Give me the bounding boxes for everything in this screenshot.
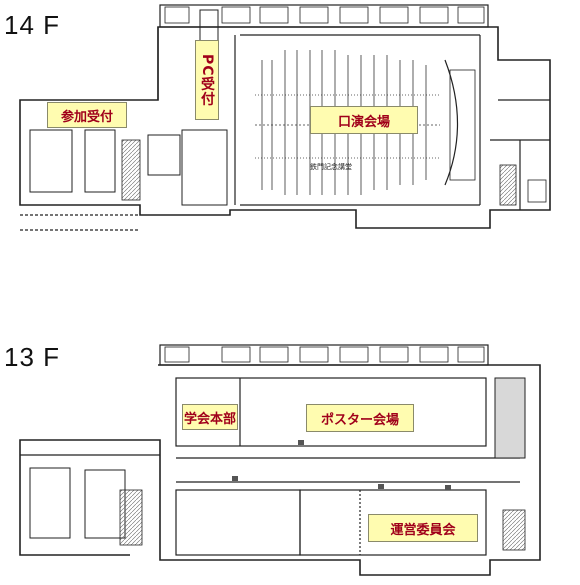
shaded-service-room — [494, 377, 526, 459]
floor-label-13f: 13 F — [4, 342, 61, 372]
svg-text:鉄門記念講堂: 鉄門記念講堂 — [310, 162, 352, 171]
poster-hall-label: ポスター会場 — [306, 404, 414, 432]
floor-label-14f: 14 F — [4, 10, 61, 40]
floor-14-plan — [19, 4, 551, 231]
window-bay-row — [164, 6, 485, 24]
steering-committee-label: 運営委員会 — [368, 514, 478, 542]
hall-caption: 鉄門記念講堂 — [310, 162, 352, 171]
society-headquarters-label: 学会本部 — [182, 404, 238, 430]
pc-reception-label: PC受付 — [195, 40, 219, 120]
oral-presentation-hall-label: 口演会場 — [310, 106, 418, 134]
floor-13-plan — [19, 344, 541, 576]
registration-desk-label: 参加受付 — [47, 102, 127, 128]
corridor-markers — [232, 440, 451, 490]
